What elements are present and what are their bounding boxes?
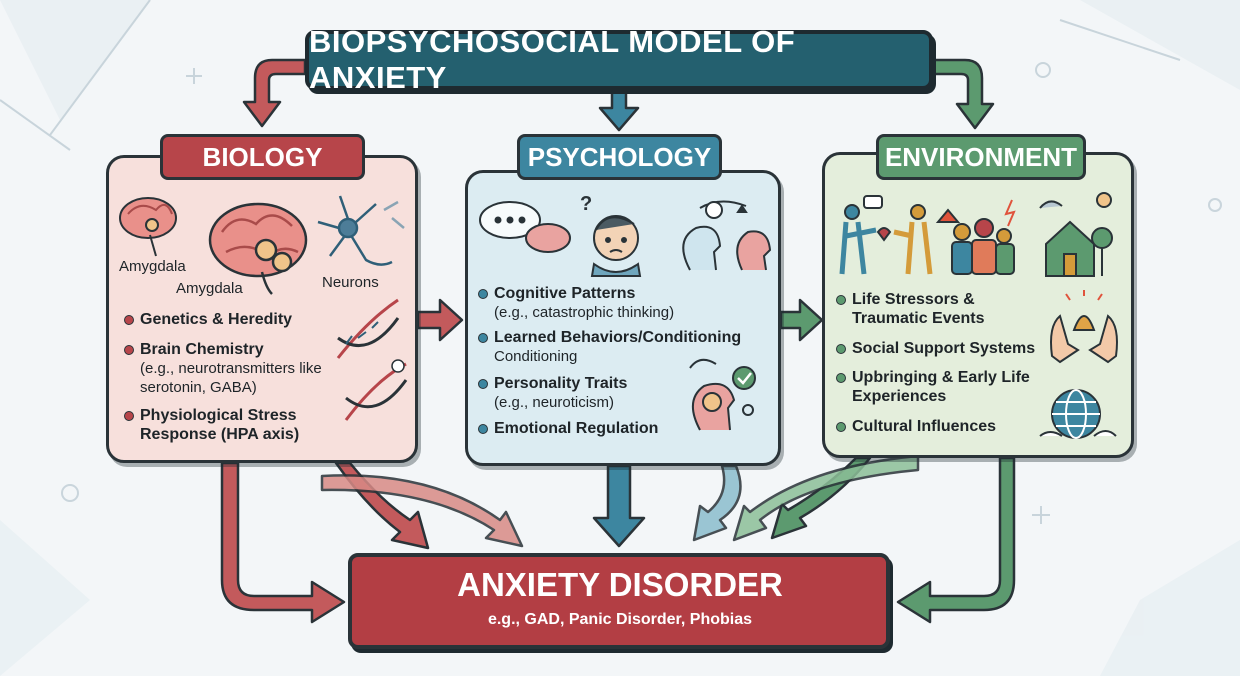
thought-cloud-icon (479, 201, 571, 253)
environment-label: ENVIRONMENT (876, 134, 1086, 180)
bullet-icon (478, 333, 488, 343)
worried-face-icon: ? (580, 193, 642, 277)
bullet-icon (836, 422, 846, 432)
title-arrows (242, 58, 995, 132)
brain-label-neurons: Neurons (322, 274, 379, 291)
head-profiles-icon (682, 200, 772, 271)
neuron-icon (317, 195, 405, 266)
biology-item: Genetics & Heredity (124, 310, 330, 329)
arrow-environment-to-outcome-right (896, 456, 1016, 624)
environment-item: Cultural Influences (836, 417, 1042, 436)
dna-helix-icon (336, 298, 408, 421)
psychology-item: Cognitive Patterns (e.g., catastrophic t… (478, 284, 764, 322)
psychology-item: Personality Traits (e.g., neuroticism) (478, 374, 694, 412)
psychology-label: PSYCHOLOGY (517, 134, 722, 180)
house-icon (1039, 192, 1113, 277)
arrow-psychology-to-environment (779, 298, 824, 342)
svg-text:?: ? (580, 193, 592, 215)
arrow-biology-to-outcome-right (320, 474, 524, 548)
environment-item: Upbringing & Early Life Experiences (836, 368, 1042, 406)
bullet-icon (836, 373, 846, 383)
people-interaction-icon (839, 195, 933, 275)
arrow-title-to-environment (931, 58, 995, 130)
globe-icon (1039, 389, 1117, 439)
arrow-title-to-psychology (598, 90, 640, 132)
biology-item: Brain Chemistry (e.g., neurotransmitters… (124, 340, 330, 397)
family-group-icon (935, 199, 1016, 275)
arrow-environment-to-outcome-left (732, 454, 920, 542)
biology-label: BIOLOGY (160, 134, 365, 180)
bullet-icon (478, 289, 488, 299)
brain-label-amygdala-1: Amygdala (119, 258, 186, 275)
bullet-icon (124, 411, 134, 421)
arrow-psychology-to-outcome (592, 464, 646, 548)
bullet-icon (124, 315, 134, 325)
outcome-arrows (220, 454, 1016, 624)
biology-item: Physiological Stress Response (HPA axis) (124, 406, 330, 444)
brain-label-amygdala-2: Amygdala (176, 280, 243, 297)
environment-item: Life Stressors & Traumatic Events (836, 290, 1002, 328)
outcome-subtitle: e.g., GAD, Panic Disorder, Phobias (487, 611, 753, 628)
diagram-title: BIOPSYCHOSOCIAL MODEL OF ANXIETY (309, 24, 796, 95)
arrow-title-to-biology (242, 58, 307, 128)
arrow-biology-to-psychology (416, 298, 464, 342)
bullet-icon (478, 424, 488, 434)
bullet-icon (836, 344, 846, 354)
bullet-icon (836, 295, 846, 305)
psychology-item: Learned Behaviors/Conditioning Condition… (478, 328, 774, 366)
mind-gear-icon (689, 358, 756, 431)
bullet-icon (124, 345, 134, 355)
outcome-title: ANXIETY DISORDER (457, 566, 783, 603)
caring-hands-icon (1050, 290, 1118, 364)
arrow-psychology-side-to-outcome (692, 464, 742, 542)
environment-item: Social Support Systems (836, 339, 1052, 358)
arrow-biology-to-outcome-left (220, 461, 346, 624)
psychology-item: Emotional Regulation (478, 419, 694, 438)
title-banner: BIOPSYCHOSOCIAL MODEL OF ANXIETY (305, 24, 933, 95)
brain-small-icon (119, 197, 177, 257)
panel-connectors (416, 298, 824, 342)
bullet-icon (478, 379, 488, 389)
outcome-box (348, 553, 890, 649)
brain-large-icon (208, 202, 308, 295)
